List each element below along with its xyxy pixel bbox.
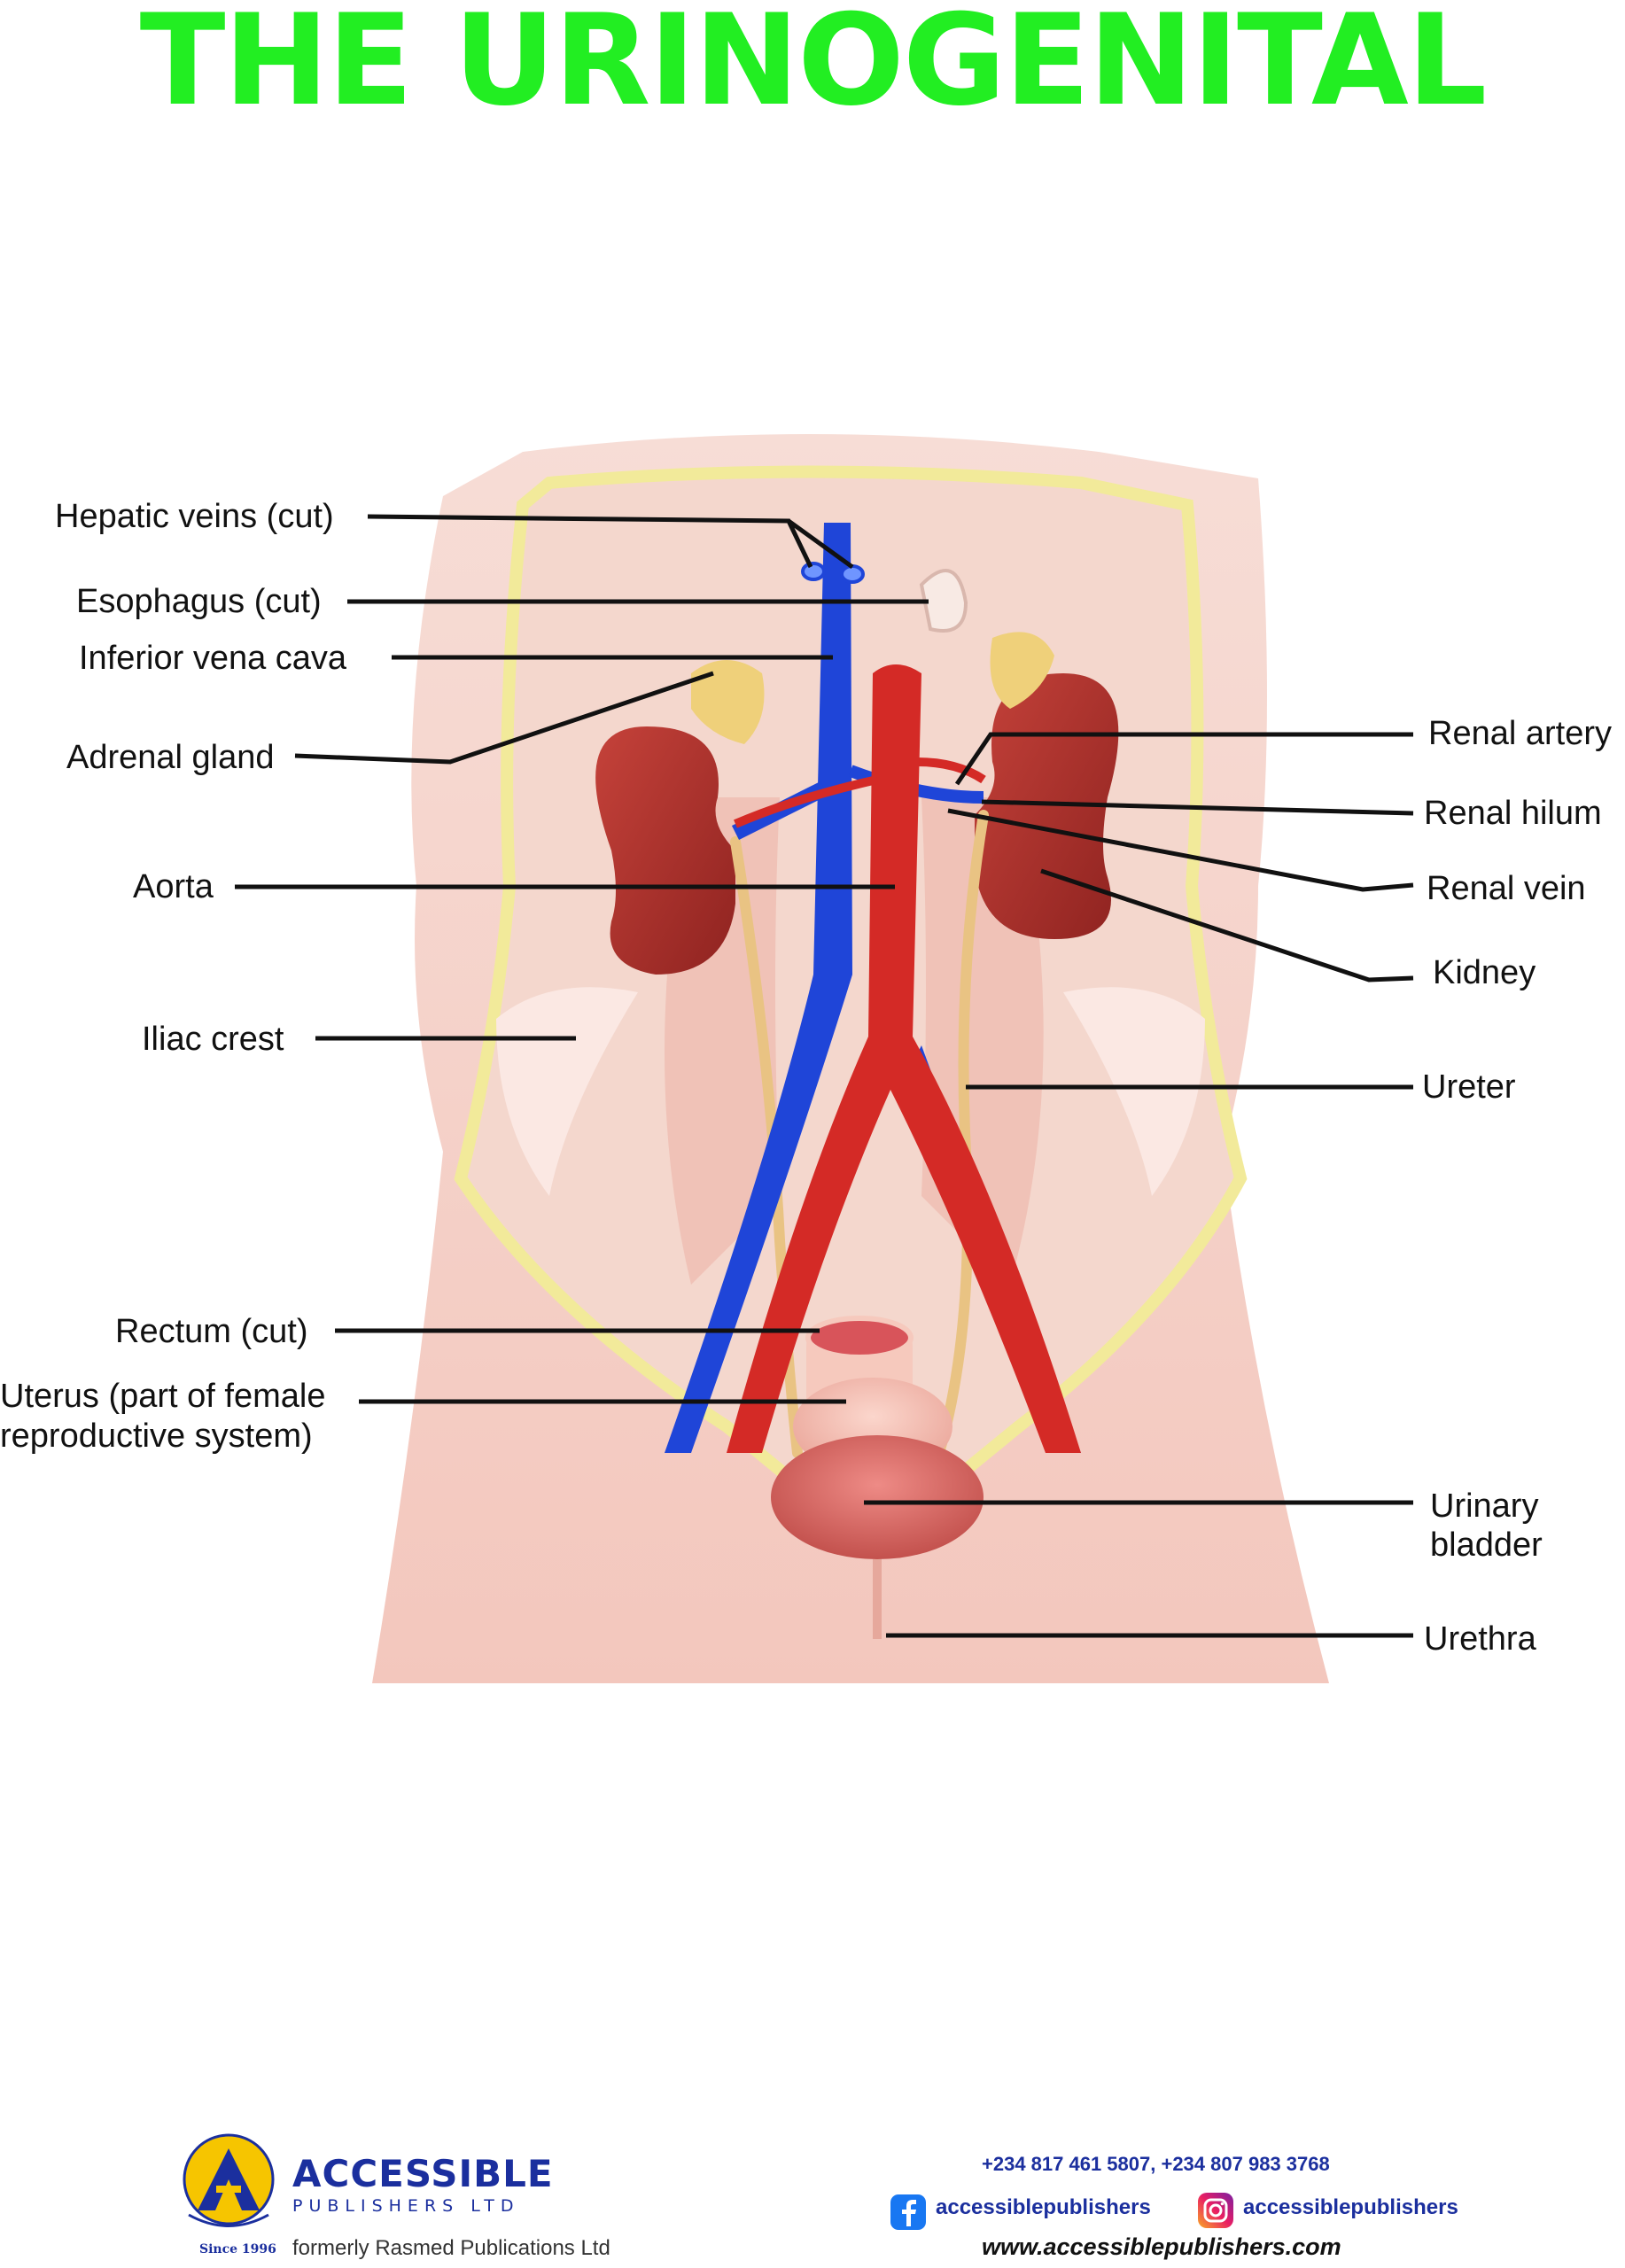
label-urinary-bladder-line2: bladder — [1430, 1526, 1543, 1564]
left-ureter — [730, 836, 803, 1458]
website-link[interactable]: www.accessiblepublishers.com — [982, 2233, 1341, 2260]
instagram-handle[interactable]: accessiblepublishers — [1243, 2195, 1458, 2219]
hepatic-vein-stub — [801, 562, 826, 581]
leader-lines — [235, 514, 1414, 1638]
leader-renal-artery — [954, 732, 1413, 786]
since-year: Since 1996 — [199, 2242, 276, 2256]
label-urethra: Urethra — [1424, 1620, 1536, 1658]
poster-title: THE URINOGENITAL — [139, 0, 1488, 134]
label-renal-vein: Renal vein — [1427, 870, 1586, 907]
formerly-note: formerly Rasmed Publications Ltd — [292, 2236, 610, 2260]
leader-adrenal — [294, 671, 714, 765]
iliac-crest-right — [1063, 987, 1205, 1196]
renal-arteries — [734, 757, 986, 828]
bladder-shape — [771, 1435, 984, 1559]
brand-subtitle: PUBLISHERS LTD — [292, 2196, 520, 2216]
rectum-opening — [805, 1316, 914, 1360]
leader-renal-hilum — [981, 799, 1414, 816]
publisher-brand: ACCESSIBLE PUBLISHERS LTD — [292, 2153, 554, 2217]
esophagus-stub — [919, 569, 968, 633]
label-renal-artery: Renal artery — [1428, 715, 1612, 752]
hepatic-vein-stub — [840, 564, 865, 584]
right-adrenal — [990, 632, 1054, 709]
leader-renal-vein — [947, 808, 1414, 892]
vena-cava — [665, 523, 852, 1453]
label-ureter: Ureter — [1422, 1068, 1516, 1106]
facebook-handle[interactable]: accessiblepublishers — [936, 2195, 1151, 2219]
label-hepatic-veins: Hepatic veins (cut) — [55, 498, 334, 535]
label-uterus-line2: reproductive system) — [0, 1418, 313, 1455]
label-rectum: Rectum (cut) — [115, 1313, 308, 1350]
right-kidney — [975, 673, 1119, 939]
label-renal-hilum: Renal hilum — [1424, 795, 1602, 832]
leader-hepatic-veins — [367, 514, 854, 570]
label-inferior-vena-cava: Inferior vena cava — [79, 640, 347, 677]
label-adrenal-gland: Adrenal gland — [66, 739, 275, 776]
phone-numbers: +234 817 461 5807, +234 807 983 3768 — [982, 2153, 1330, 2175]
brand-name: ACCESSIBLE — [292, 2152, 554, 2195]
left-adrenal — [691, 660, 765, 744]
label-uterus-line1: Uterus (part of female — [0, 1378, 326, 1415]
label-aorta: Aorta — [133, 868, 214, 905]
label-esophagus: Esophagus (cut) — [76, 583, 322, 620]
publisher-logo — [183, 2133, 275, 2227]
label-kidney: Kidney — [1433, 954, 1536, 991]
left-kidney — [595, 726, 735, 975]
instagram-icon[interactable] — [1198, 2193, 1233, 2228]
facebook-icon[interactable] — [890, 2194, 926, 2230]
right-renal-vein — [848, 765, 984, 804]
label-iliac-crest: Iliac crest — [142, 1021, 284, 1058]
leader-kidney — [1040, 868, 1414, 983]
aorta-vessel — [727, 664, 1081, 1453]
label-urinary-bladder-line1: Urinary — [1430, 1487, 1539, 1525]
